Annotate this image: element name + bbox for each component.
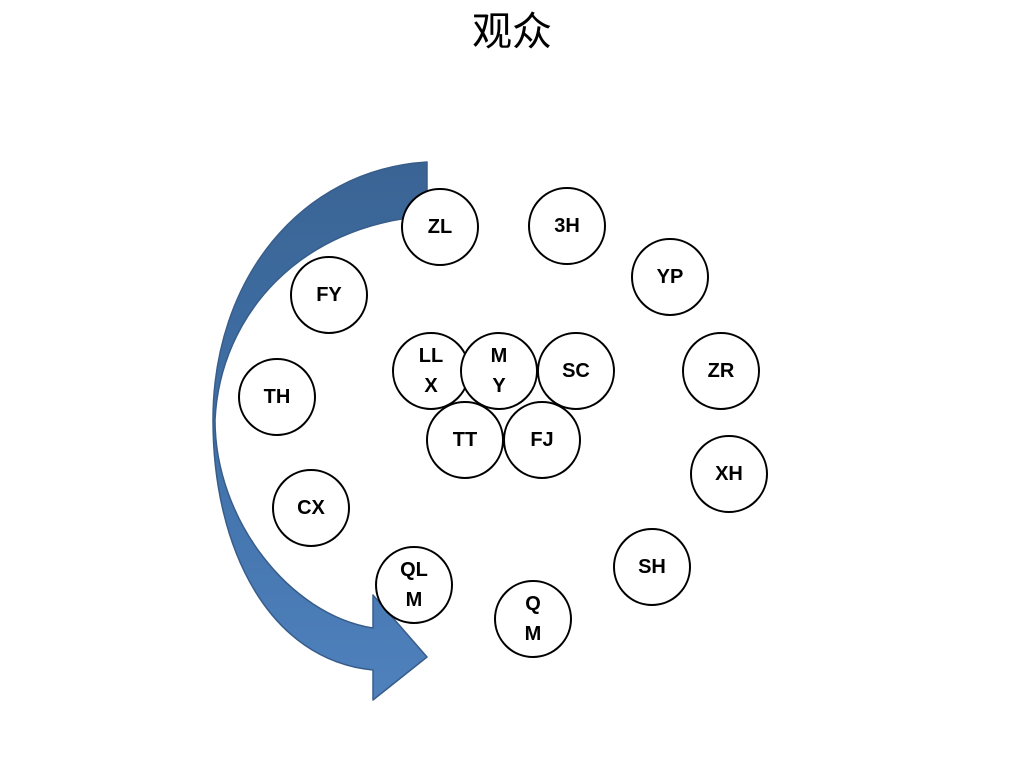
node-fy: FY bbox=[290, 256, 368, 334]
node-cx: CX bbox=[272, 469, 350, 547]
slide-title: 观众 bbox=[472, 9, 552, 55]
node-3h: 3H bbox=[528, 187, 606, 265]
node-zl: ZL bbox=[401, 188, 479, 266]
node-sh: SH bbox=[613, 528, 691, 606]
node-xh: XH bbox=[690, 435, 768, 513]
curved-arrow-shape bbox=[212, 161, 428, 701]
node-sc: SC bbox=[537, 332, 615, 410]
node-qm: Q M bbox=[494, 580, 572, 658]
node-my: M Y bbox=[460, 332, 538, 410]
node-qlm: QL M bbox=[375, 546, 453, 624]
node-llx: LL X bbox=[392, 332, 470, 410]
node-yp: YP bbox=[631, 238, 709, 316]
node-zr: ZR bbox=[682, 332, 760, 410]
node-th: TH bbox=[238, 358, 316, 436]
node-tt: TT bbox=[426, 401, 504, 479]
node-fj: FJ bbox=[503, 401, 581, 479]
